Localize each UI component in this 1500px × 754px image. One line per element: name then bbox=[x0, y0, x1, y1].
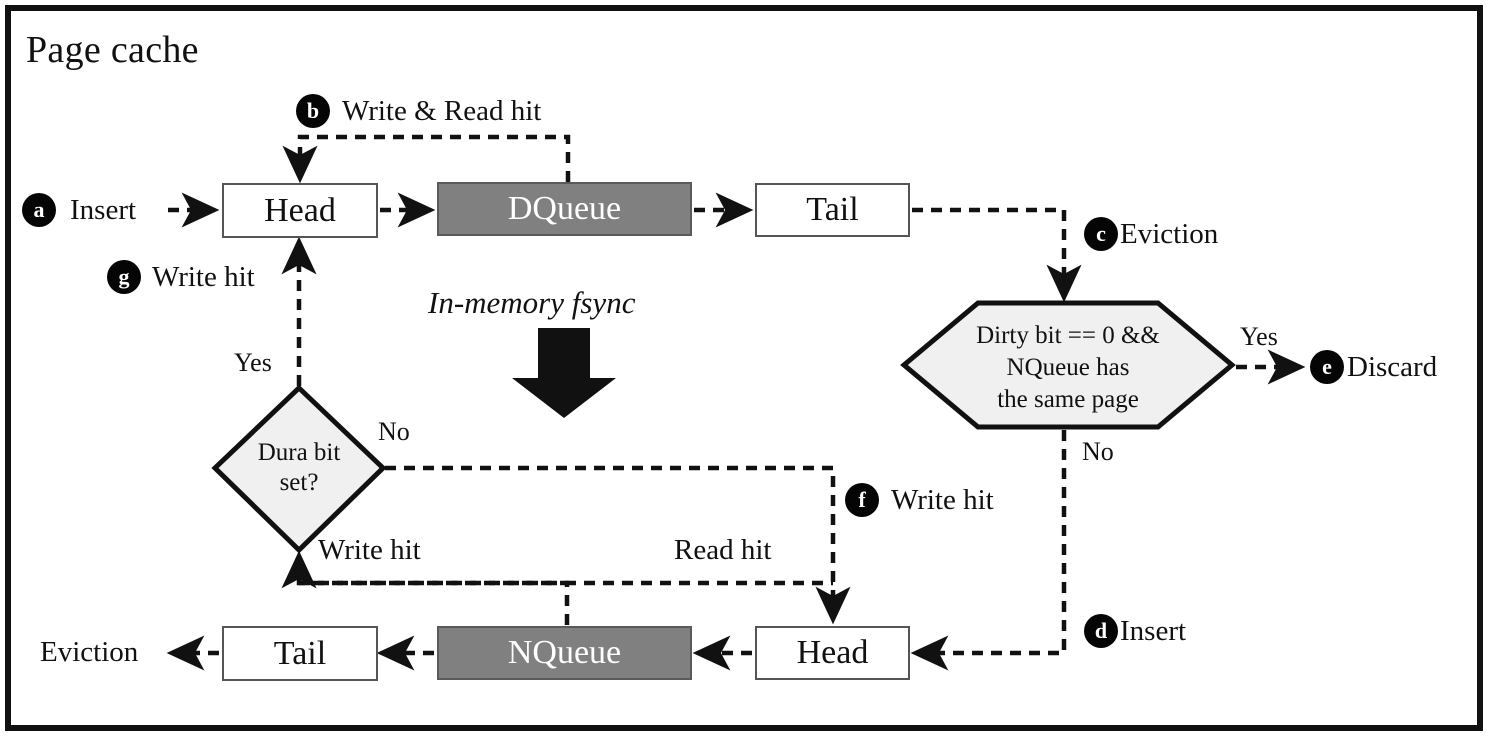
page-title: Page cache bbox=[26, 29, 199, 71]
edge-label-read-hit-nqueue: Read hit bbox=[674, 534, 772, 566]
edge-label-no-hexagon: No bbox=[1082, 437, 1114, 466]
diamond-line-1: Dura bit bbox=[257, 439, 341, 466]
diamond-condition-text: Dura bit set? bbox=[219, 438, 379, 498]
edge-label-yes-hexagon: Yes bbox=[1240, 322, 1278, 351]
step-badge-g-icon: g bbox=[107, 260, 141, 294]
step-badge-a-icon: a bbox=[22, 193, 56, 227]
label-eviction-out: Eviction bbox=[40, 636, 139, 668]
edge-label-write-hit-nqueue: Write hit bbox=[318, 534, 421, 566]
hexagon-line-2: NQueue has bbox=[1006, 354, 1130, 381]
step-label-b-write-read-hit: Write & Read hit bbox=[342, 95, 542, 127]
step-label-g-write-hit: Write hit bbox=[152, 261, 255, 293]
step-badge-b-icon: b bbox=[296, 94, 330, 128]
step-label-f-write-hit: Write hit bbox=[891, 484, 994, 516]
step-label-d-insert: Insert bbox=[1120, 615, 1187, 647]
hexagon-line-1: Dirty bit == 0 && bbox=[976, 322, 1160, 349]
hexagon-line-3: the same page bbox=[997, 386, 1139, 413]
in-memory-fsync-label: In-memory fsync bbox=[428, 285, 636, 320]
node-head-nqueue[interactable]: Head bbox=[755, 626, 910, 680]
node-nqueue[interactable]: NQueue bbox=[437, 626, 692, 680]
diamond-line-2: set? bbox=[279, 469, 319, 496]
step-badge-c-icon: c bbox=[1084, 217, 1118, 251]
step-badge-d-icon: d bbox=[1084, 614, 1118, 648]
edge-label-yes-diamond: Yes bbox=[234, 348, 272, 377]
edge-label-no-diamond: No bbox=[378, 417, 410, 446]
page-cache-frame bbox=[5, 5, 1483, 731]
step-badge-e-icon: e bbox=[1310, 350, 1344, 384]
step-label-c-eviction: Eviction bbox=[1120, 218, 1219, 250]
hexagon-condition-text: Dirty bit == 0 && NQueue has the same pa… bbox=[930, 320, 1206, 416]
step-label-e-discard: Discard bbox=[1347, 351, 1438, 383]
step-label-a-insert: Insert bbox=[70, 194, 137, 226]
node-dqueue[interactable]: DQueue bbox=[437, 182, 692, 236]
node-tail-nqueue[interactable]: Tail bbox=[222, 626, 378, 681]
step-badge-f-icon: f bbox=[845, 483, 879, 517]
node-head-dqueue[interactable]: Head bbox=[222, 183, 378, 238]
node-tail-dqueue[interactable]: Tail bbox=[755, 183, 910, 237]
